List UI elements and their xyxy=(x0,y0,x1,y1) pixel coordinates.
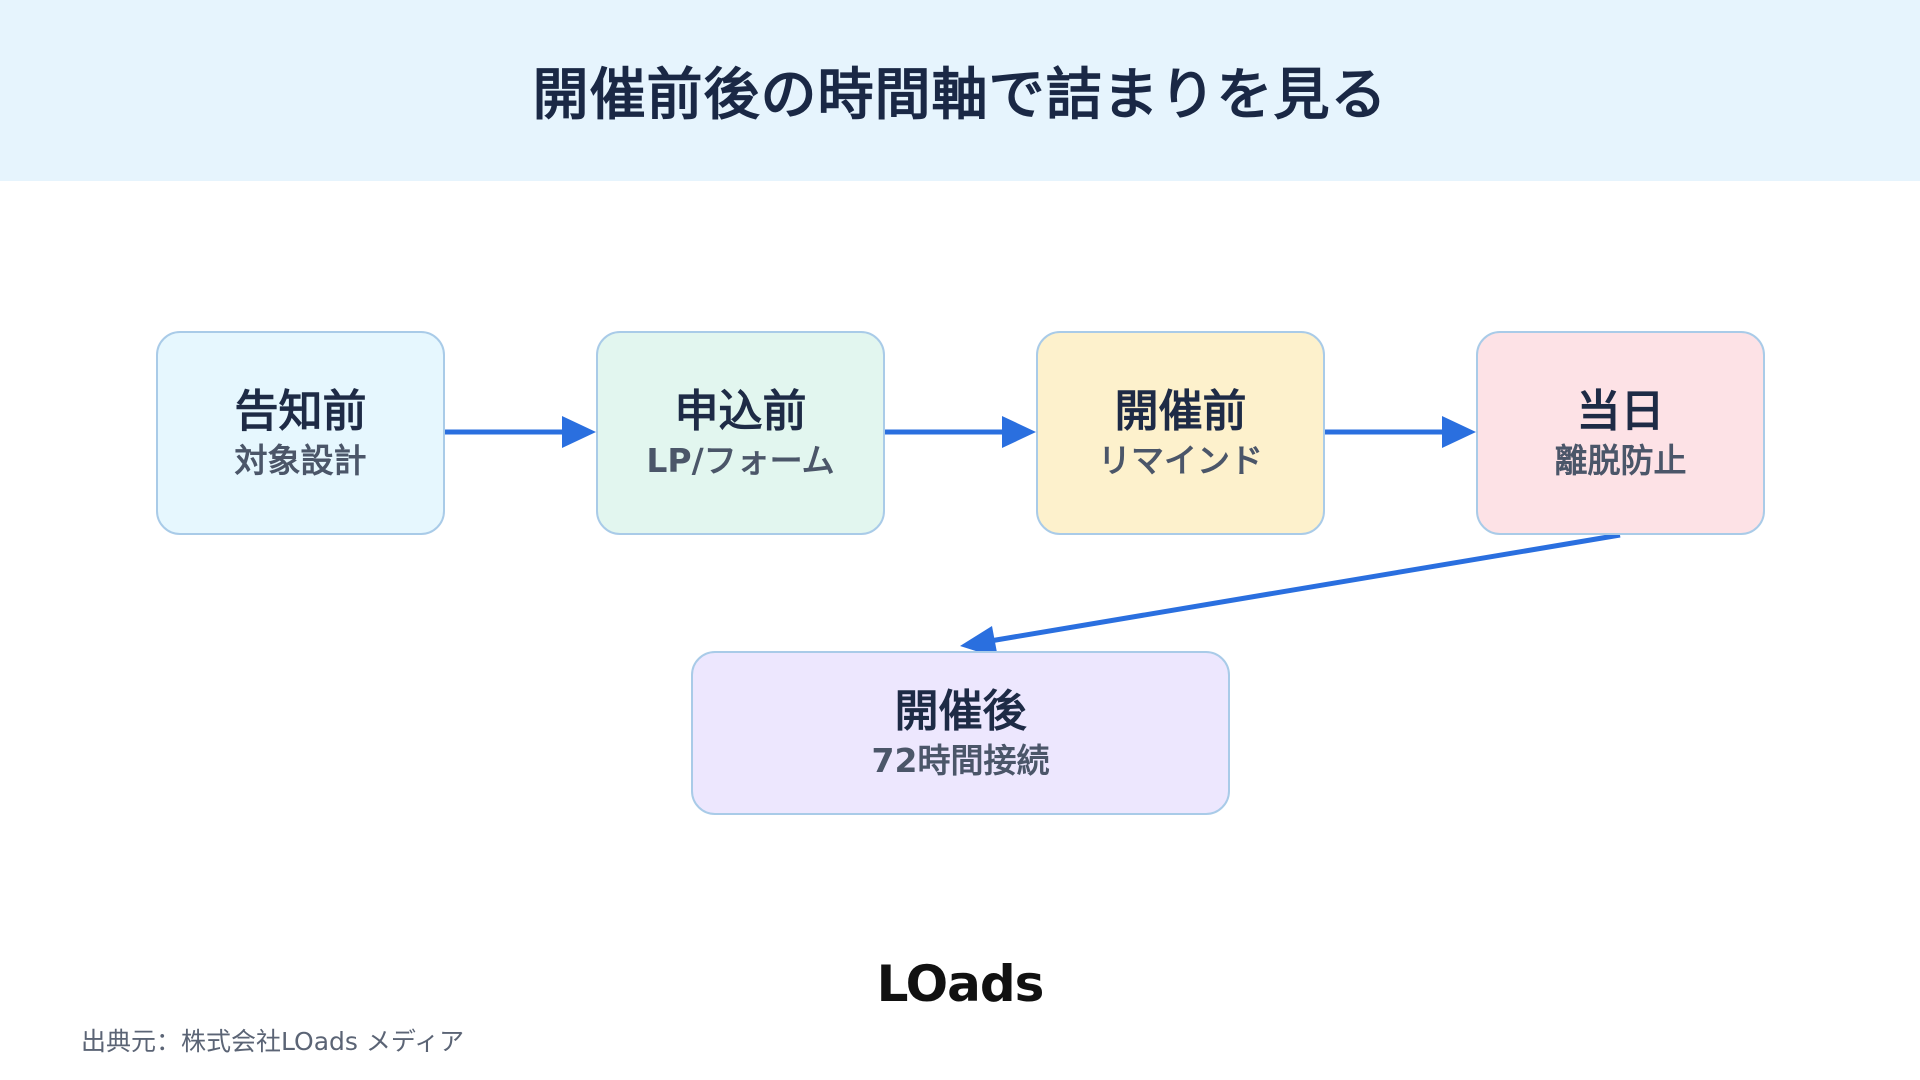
arrow-4-head xyxy=(960,626,998,658)
node-before-application: 申込前 LP/フォーム xyxy=(596,331,885,535)
node-after-event: 開催後 72時間接続 xyxy=(691,651,1230,815)
header-banner: 開催前後の時間軸で詰まりを見る xyxy=(0,0,1920,181)
node-subtitle: 対象設計 xyxy=(234,440,367,480)
node-title: 開催後 xyxy=(894,685,1027,737)
loads-logo: LOads xyxy=(876,955,1045,1013)
node-title: 当日 xyxy=(1576,385,1665,437)
node-before-announcement: 告知前 対象設計 xyxy=(156,331,445,535)
node-subtitle: 72時間接続 xyxy=(871,740,1050,780)
arrow-2-head xyxy=(1002,416,1036,448)
page-title: 開催前後の時間軸で詰まりを見る xyxy=(532,63,1388,128)
arrow-1-head xyxy=(562,416,596,448)
node-subtitle: LP/フォーム xyxy=(646,440,835,480)
node-before-event: 開催前 リマインド xyxy=(1036,331,1325,535)
node-title: 告知前 xyxy=(234,385,367,437)
node-event-day: 当日 離脱防止 xyxy=(1476,331,1765,535)
source-credit: 出典元：株式会社LOads メディア xyxy=(81,1027,465,1056)
node-subtitle: 離脱防止 xyxy=(1554,440,1687,480)
node-title: 開催前 xyxy=(1114,385,1247,437)
arrow-4-shaft xyxy=(989,532,1621,644)
node-subtitle: リマインド xyxy=(1098,440,1263,480)
arrow-3-head xyxy=(1442,416,1476,448)
node-title: 申込前 xyxy=(674,385,807,437)
